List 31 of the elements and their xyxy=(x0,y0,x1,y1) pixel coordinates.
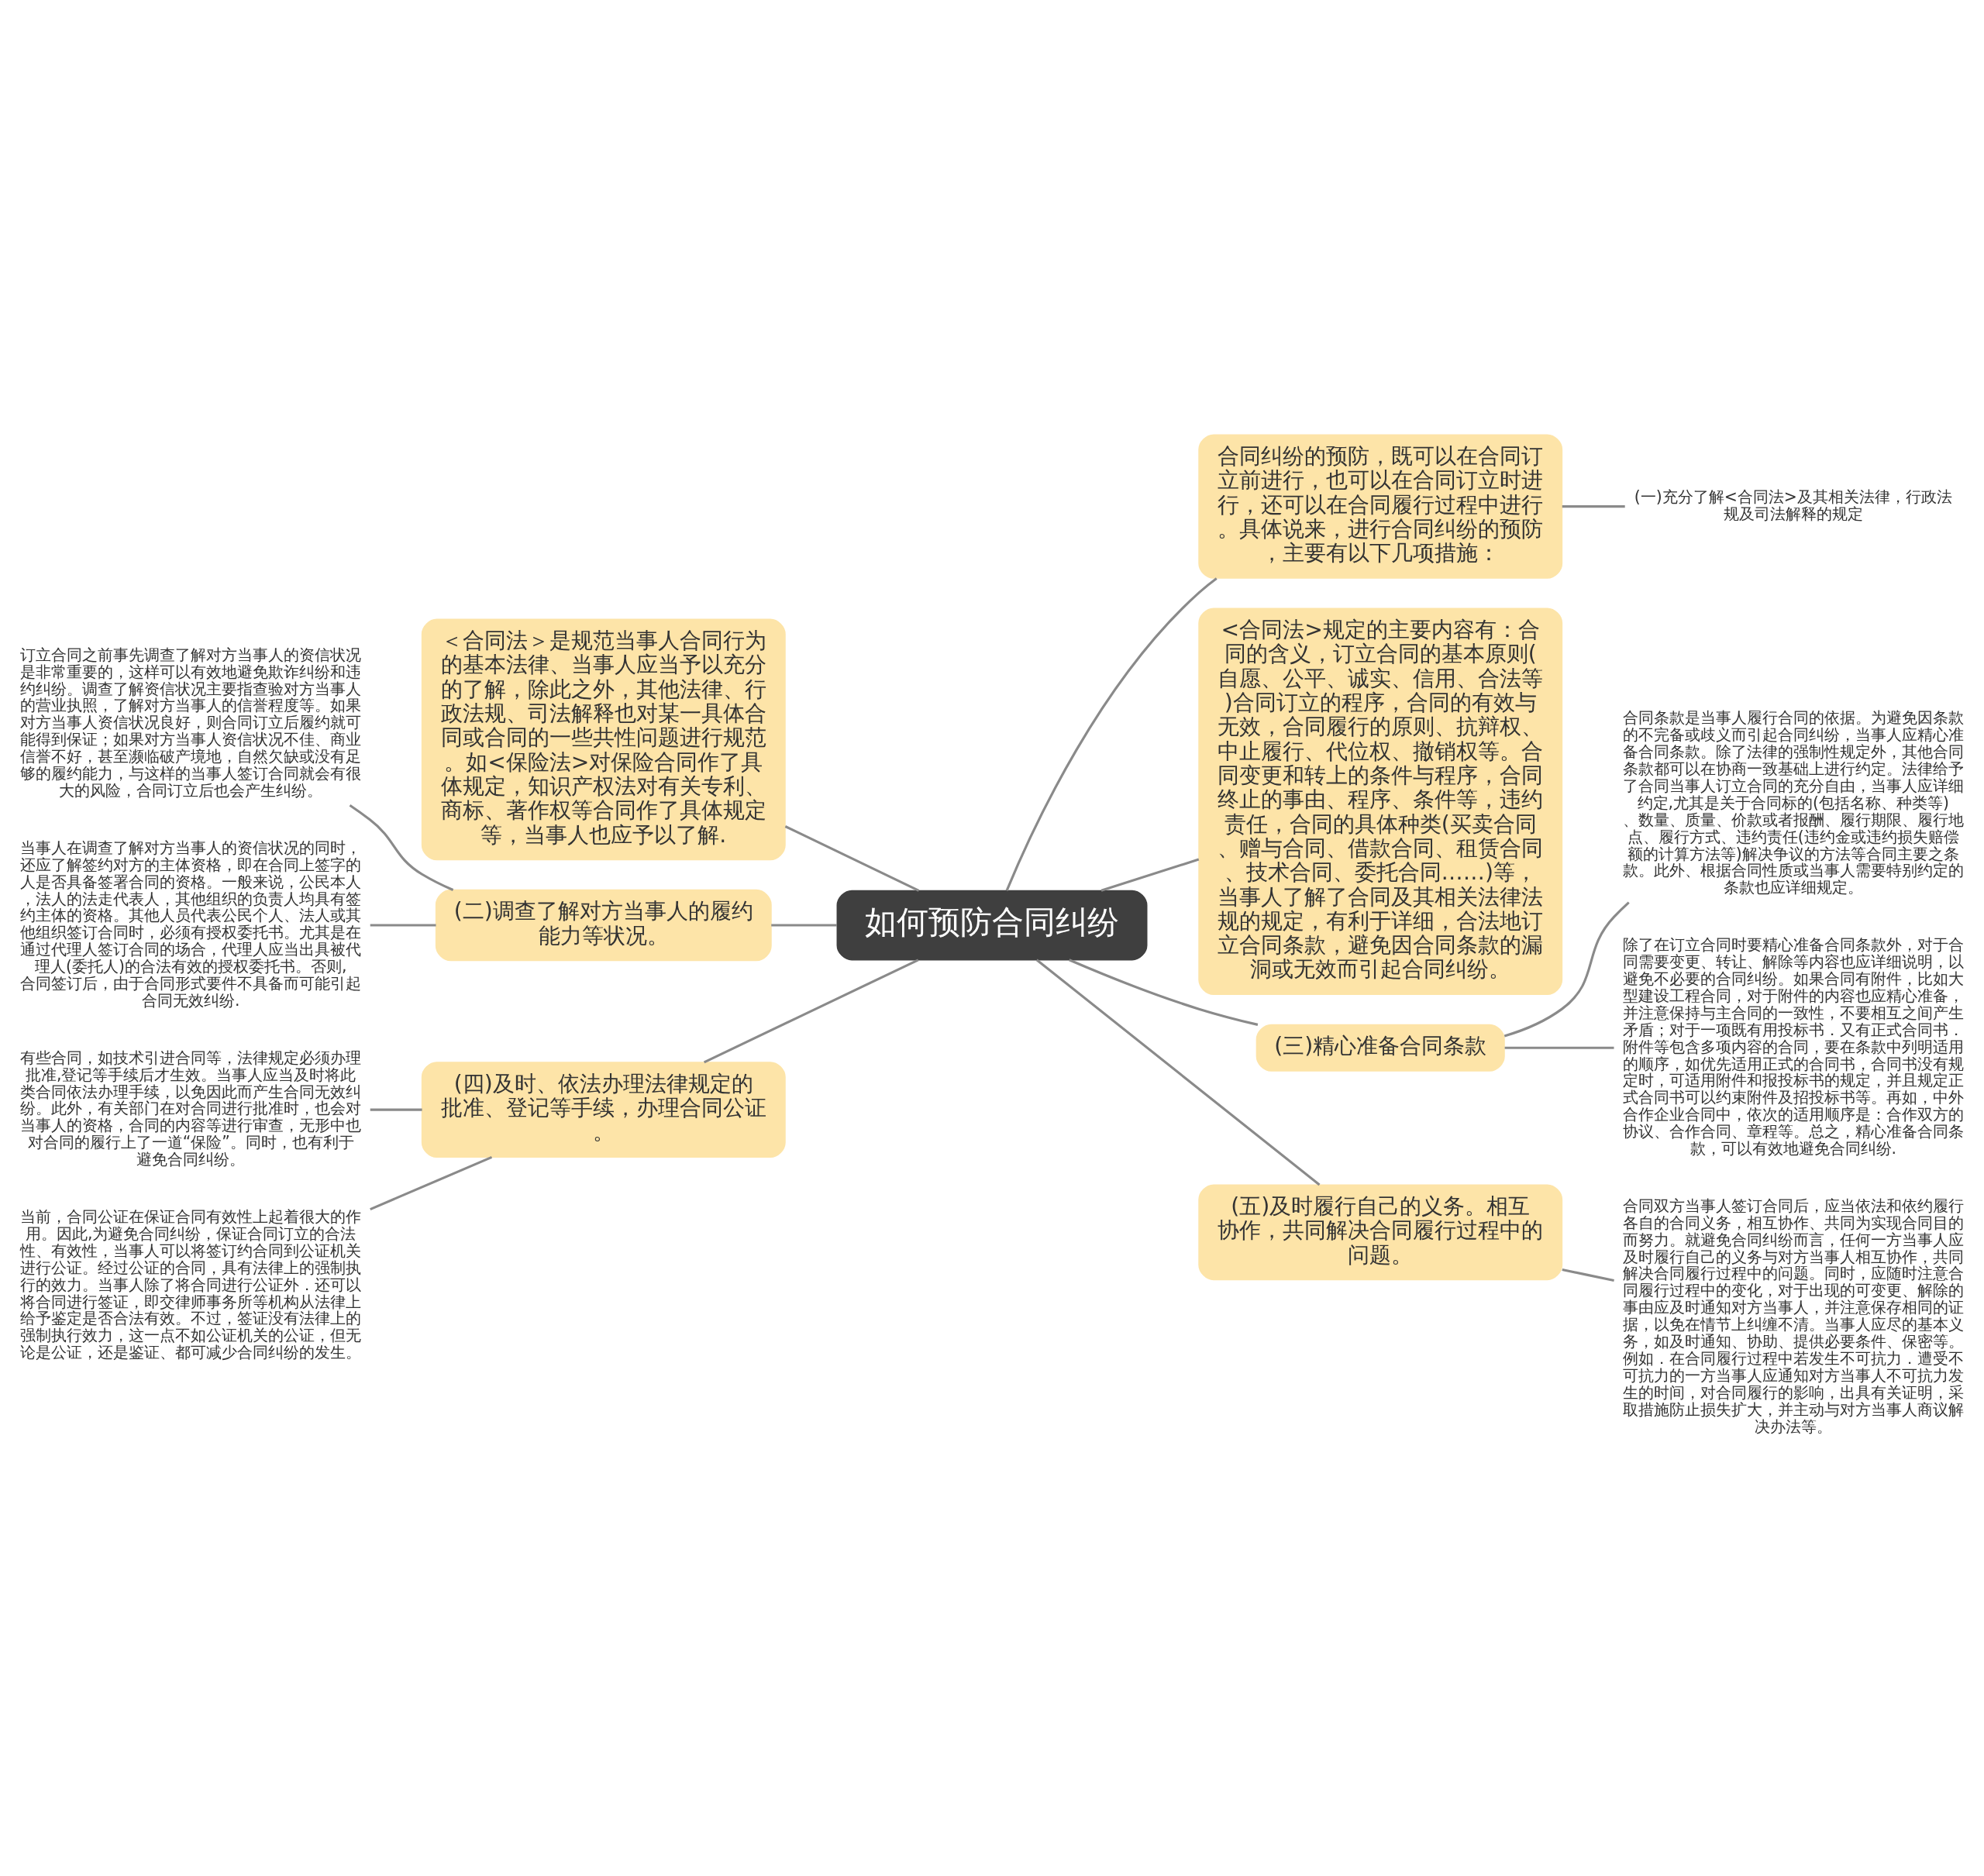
node-box: ＜合同法＞是规范当事人合同行为的基本法律、当事人应当予以充分的了解，除此之外，其他法律、行政法规、司法解释也对某一具体合同或合同的一些共性问题进行规范。如<保险法>对保险合同作了具体规定，知识产权法对有关专利、商标、著作权等合同作了具体规定等，当事人也应予以了解. xyxy=(421,618,786,861)
node-box: (三)精心准备合同条款 xyxy=(1256,1024,1505,1072)
node-box: (五)及时履行自己的义务。相互协作，共同解决合同履行过程中的问题。 xyxy=(1198,1184,1563,1281)
node-text: 除了在订立合同时要精心准备合同条款外，对于合同需要变更、转让、解除等内容也应详细说明，以避免不必要的合同纠纷。如果合同有附件，比如大型建设工程合同，对于附件的内容也应精心准备，并注意保持与主合同的一致性，不要相互之间产生矛盾；对于一项既有用投标书．又有正式合同书．附件等包含多项内容的合同，要在条款中列明适用的顺序，如优先适用正式的合同书，合同书没有规定时，可适用附件和报投标书的规定，并且规定正式合同书可以约束附件及招投标书等。再如，中外合作企业合同中，依次的适用顺序是：合作双方的协议、合作合同、章程等。总之，精心准备合同条款，可以有效地避免合同纠纷. xyxy=(1622,935,1964,1158)
connector xyxy=(1069,959,1259,1026)
connector xyxy=(1562,1268,1614,1282)
node-text: 合同双方当事人签订合同后，应当依法和依约履行各自的合同义务，相互协作、共同为实现合同目的而努力。就避免合同纠纷而言，任何一方当事人应及时履行自己的义务与对方当事人相互协作，共同解决合同履行过程中的问题。同时，应随时注意合同履行过程中的变化，对于出现的可变更、解除的事由应及时通知对方当事人，并注意保存相同的证据，以免在情节上纠缠不清。当事人应尽的基本义务，如及时通知、协助、提供必要条件、保密等。例如．在合同履行过程中若发生不可抗力．遭受不可抗力的一方当事人应通知对方当事人不可抗力发生的时间，对合同履行的影响，出具有关证明，采取措施防止损失扩大，并主动与对方当事人商议解决办法等。 xyxy=(1622,1196,1964,1436)
node-text: 当前，合同公证在保证合同有效性上起着很大的作用。因此,为避免合同纠纷，保证合同订立的合法性、有效性，当事人可以将签订约合同到公证机关进行公证。经过公证的合同，具有法律上的强制执行的效力。当事人除了将合同进行公证外．还可以将合同进行签证，即交律师事务所等机构从法律上给予鉴定是否合法有效。不过，签证没有法律上的强制执行效力，这一点不如公证机关的公证，但无论是公证，还是鉴证、都可减少合同纠纷的发生。 xyxy=(20,1206,362,1362)
node-box: (二)调查了解对方当事人的履约能力等状况。 xyxy=(435,889,772,962)
connector xyxy=(370,924,436,927)
node-text: 订立合同之前事先调查了解对方当事人的资信状况是非常重要的，这样可以有效地避免欺诈纠纷和违约纠纷。调查了解资信状况主要指查验对方当事人的营业执照，了解对方当事人的信誉程度等。如果对方当事人资信状况良好，则合同订立后履约就可能得到保证；如果对方当事人资信状况不佳、商业信誉不好，甚至濒临破产境地，自然欠缺或没有足够的履约能力，与这样的当事人签订合同就会有很大的风险，合同订立后也会产生纠纷。 xyxy=(20,645,362,800)
connector xyxy=(370,1108,422,1111)
node-text: 有些合同，如技术引进合同等，法律规定必须办理批准,登记等手续后才生效。当事人应当及时将此类合同依法办理手续，以免因此而产生合同无效纠纷。此外，有关部门在对合同进行批准时，也会对当事人的资格，合同的内容等进行审查，无形中也对合同的履行上了一道“保险”。同时，也有利于避免合同纠纷。 xyxy=(20,1048,362,1169)
connector xyxy=(1035,959,1321,1186)
connector xyxy=(703,959,919,1064)
connector xyxy=(1100,858,1200,892)
connector xyxy=(1562,505,1625,508)
connector xyxy=(784,825,920,892)
connector xyxy=(370,1155,493,1211)
node-box: 如何预防合同纠纷 xyxy=(836,890,1148,961)
connector xyxy=(1504,1046,1614,1049)
connector xyxy=(771,924,837,927)
node-text: 当事人在调查了解对方当事人的资信状况的同时，还应了解签约对方的主体资格，即在合同上签字的人是否具备签署合同的资格。一般来说，公民本人，法人的法走代表人，其他组织的负责人均具有签约主体的资格。其他人员代表公民个人、法人或其他组织签订合同时，必须有授权委托书。尤其是在通过代理人签订合同的场合，代理人应当出具被代理人(委托人)的合法有效的授权委托书。否则,合同签订后，由于合同形式要件不具备而可能引起合同无效纠纷. xyxy=(20,838,362,1010)
connector xyxy=(1504,901,1630,1038)
node-box: <合同法>规定的主要内容有：合同的含义，订立合同的基本原则(自愿、公平、诚实、信用、合法等)合同订立的程序，合同的有效与无效，合同履行的原则、抗辩权、中止履行、代位权、撤销权等。合同变更和转上的条件与程序，合同终止的事由、程序、条件等，违约责任，合同的具体种类(买卖合同、赠与合同、借款合同、租赁合同、技术合同、委托合同……)等，当事人了解了合同及其相关法律法规的规定，有利于详细，合法地订立合同条款，避免因合同条款的漏洞或无效而引起合同纠纷。 xyxy=(1198,608,1563,996)
node-box: (四)及时、依法办理法律规定的批准、登记等手续，办理合同公证。 xyxy=(421,1062,786,1158)
node-text: 合同条款是当事人履行合同的依据。为避免因条款的不完备或歧义而引起合同纠纷，当事人应精心准备合同条款。除了法律的强制性规定外，其他合同条款都可以在协商一致基础上进行约定。法律给予了合同当事人订立合同的充分自由，当事人应详细约定,尤其是关于合同标的(包括名称、种类等)、数量、质量、价款或者报酬、履行期限、履行地点、履行方式、违约责任(违约金或违约损失赔偿额的计算方法等)解决争议的方法等合同主要之条款。此外、根据合同性质或当事人需要特别约定的条款也应详细规定。 xyxy=(1622,708,1964,897)
connector xyxy=(349,804,454,891)
connector xyxy=(1005,577,1218,891)
node-box: 合同纠纷的预防，既可以在合同订立前进行，也可以在合同订立时进行，还可以在合同履行过程中进行。具体说来，进行合同纠纷的预防，主要有以下几项措施： xyxy=(1198,434,1563,579)
node-text: (一)充分了解<合同法>及其相关法律，行政法规及司法解释的规定 xyxy=(1634,487,1952,523)
